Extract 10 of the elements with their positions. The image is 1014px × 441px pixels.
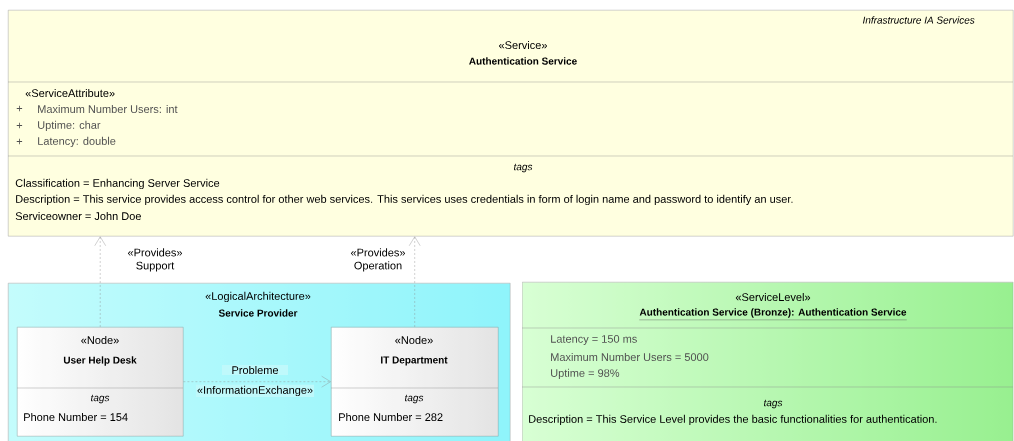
class-box: «ServiceLevel» Authentication Service (Bronze): Authentication Service Latency = 150 ms Maximum Number Users = 5000 Uptime = 98% tags Description = This Service Level provides the basic functionalities for authentication. <box>521 282 1014 441</box>
class-box: Infrastructure IA Services «Service» Authentication Service «ServiceAttribute» + Maximum Number Users: int + Uptime: char + Latency: double tags Classification = Enhancing Server Service Description = This service provides access control for other web services. This services uses credentials in form of login name and password to identify an user. Serviceowner = John Doe <box>7 10 1014 237</box>
class-box: «Node» IT Department tags Phone Number = 282 <box>330 327 499 437</box>
edge-label: «Provides» Support <box>122 247 188 273</box>
edge-label: «Provides» Operation <box>345 247 411 273</box>
dependency-arrow <box>94 236 106 328</box>
dependency-arrow <box>409 236 421 328</box>
class-box: «Node» User Help Desk tags Phone Number = 154 <box>16 327 184 437</box>
dependency-arrow <box>183 376 331 388</box>
edge-label: Probleme <box>222 364 288 376</box>
